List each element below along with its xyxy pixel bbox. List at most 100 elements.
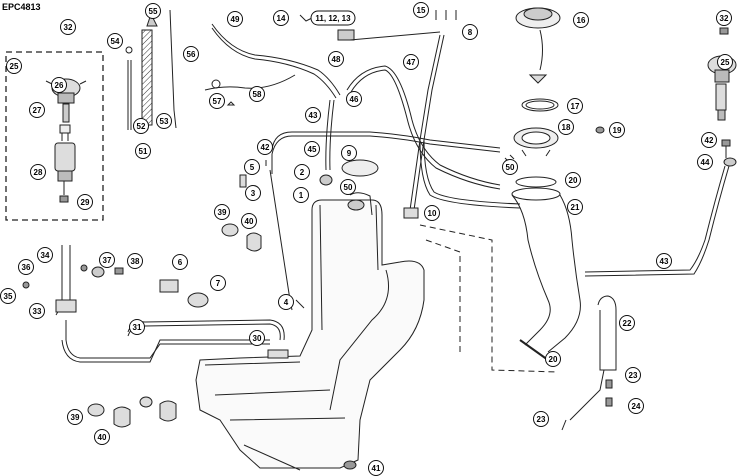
- callout-circle: [573, 12, 589, 28]
- callout-circle: [241, 213, 257, 229]
- callout-marker-20a: 20: [565, 172, 581, 188]
- fuel-tank: [195, 192, 425, 471]
- callout-label: 50: [344, 183, 353, 192]
- callout-label: 25: [721, 58, 730, 67]
- callout-marker-22: 22: [619, 315, 635, 331]
- callout-label: 56: [187, 50, 196, 59]
- callout-circle: [214, 204, 230, 220]
- callout-marker-43a: 43: [305, 107, 321, 123]
- callout-label: 39: [218, 208, 227, 217]
- callout-marker-44: 44: [697, 154, 713, 170]
- callout-label: 11, 12, 13: [315, 14, 351, 23]
- callout-marker-3: 3: [245, 185, 261, 201]
- callout-marker-19: 19: [609, 122, 625, 138]
- callout-marker-31: 31: [129, 319, 145, 335]
- callout-label: 4: [284, 298, 289, 307]
- callout-circle: [129, 319, 145, 335]
- callout-marker-2: 2: [294, 164, 310, 180]
- callout-label: 42: [705, 136, 714, 145]
- callout-marker-48: 48: [328, 51, 344, 67]
- callout-circle: [249, 86, 265, 102]
- callout-label: 49: [231, 15, 240, 24]
- callout-label: 14: [277, 14, 286, 23]
- fuel-cap: [513, 7, 605, 157]
- callout-circle: [701, 132, 717, 148]
- callout-circle: [717, 54, 733, 70]
- callout-circle: [257, 139, 273, 155]
- callout-circle: [244, 159, 260, 175]
- callout-label: 29: [81, 198, 90, 207]
- callout-label: 15: [417, 6, 426, 15]
- callout-circle: [30, 164, 46, 180]
- callout-marker-4: 4: [278, 294, 294, 310]
- callout-label: 16: [577, 16, 586, 25]
- callout-circle: [6, 58, 22, 74]
- callout-label: 8: [468, 28, 473, 37]
- callout-label: 39: [71, 413, 80, 422]
- callout-marker-27: 27: [29, 102, 45, 118]
- callout-label: 46: [350, 95, 359, 104]
- callout-marker-51: 51: [135, 143, 151, 159]
- callout-circle: [209, 93, 225, 109]
- callout-label: 23: [537, 415, 546, 424]
- callout-circle: [245, 185, 261, 201]
- callout-circle: [37, 247, 53, 263]
- callout-circle: [567, 199, 583, 215]
- callout-marker-37: 37: [99, 252, 115, 268]
- callout-label: 18: [562, 123, 571, 132]
- callout-marker-46: 46: [346, 91, 362, 107]
- callout-circle: [341, 145, 357, 161]
- callout-circle: [107, 33, 123, 49]
- callout-circle: [145, 3, 161, 19]
- callout-marker-52: 52: [133, 118, 149, 134]
- callout-marker-55: 55: [145, 3, 161, 19]
- callout-circle: [625, 367, 641, 383]
- callout-marker-39b: 39: [67, 409, 83, 425]
- callout-circle: [60, 19, 76, 35]
- callout-circle: [227, 11, 243, 27]
- callout-marker-23a: 23: [625, 367, 641, 383]
- long-vent-tube-43: [271, 131, 521, 209]
- callout-marker-17: 17: [567, 98, 583, 114]
- callout-label: 24: [632, 402, 641, 411]
- callout-circle: [462, 24, 478, 40]
- callout-label: 54: [111, 37, 120, 46]
- callout-circle: [273, 10, 289, 26]
- callout-marker-32b: 32: [716, 10, 732, 26]
- callout-marker-33: 33: [29, 303, 45, 319]
- callout-marker-5: 5: [244, 159, 260, 175]
- callout-marker-58: 58: [249, 86, 265, 102]
- callout-label: 30: [253, 334, 262, 343]
- callout-circle: [294, 164, 310, 180]
- callout-marker-40b: 40: [94, 429, 110, 445]
- callout-label: 36: [22, 263, 31, 272]
- callout-circle: [135, 143, 151, 159]
- callout-marker-49: 49: [227, 11, 243, 27]
- callout-circle: [172, 254, 188, 270]
- callout-marker-54: 54: [107, 33, 123, 49]
- callout-label: 19: [613, 126, 622, 135]
- callout-circle: [29, 102, 45, 118]
- callout-circle: [565, 172, 581, 188]
- callout-circle: [249, 330, 265, 346]
- callout-label: 3: [251, 189, 256, 198]
- callout-label: 26: [55, 81, 64, 90]
- callout-marker-21: 21: [567, 199, 583, 215]
- callout-marker-34: 34: [37, 247, 53, 263]
- callout-label: 28: [34, 168, 43, 177]
- callout-label: 41: [372, 464, 381, 473]
- callout-label: 43: [309, 111, 318, 120]
- callout-marker-35: 35: [0, 288, 16, 304]
- callout-circle: [278, 294, 294, 310]
- callout-marker-53: 53: [156, 113, 172, 129]
- callout-marker-18: 18: [558, 119, 574, 135]
- callout-marker-32a: 32: [60, 19, 76, 35]
- callout-circle: [697, 154, 713, 170]
- callout-marker-24: 24: [628, 398, 644, 414]
- callout-circle: [413, 2, 429, 18]
- callout-label: 43: [660, 257, 669, 266]
- callout-marker-56: 56: [183, 46, 199, 62]
- callout-label: 6: [178, 258, 183, 267]
- callout-circle: [51, 77, 67, 93]
- vent-pipe-52-53: [125, 9, 177, 130]
